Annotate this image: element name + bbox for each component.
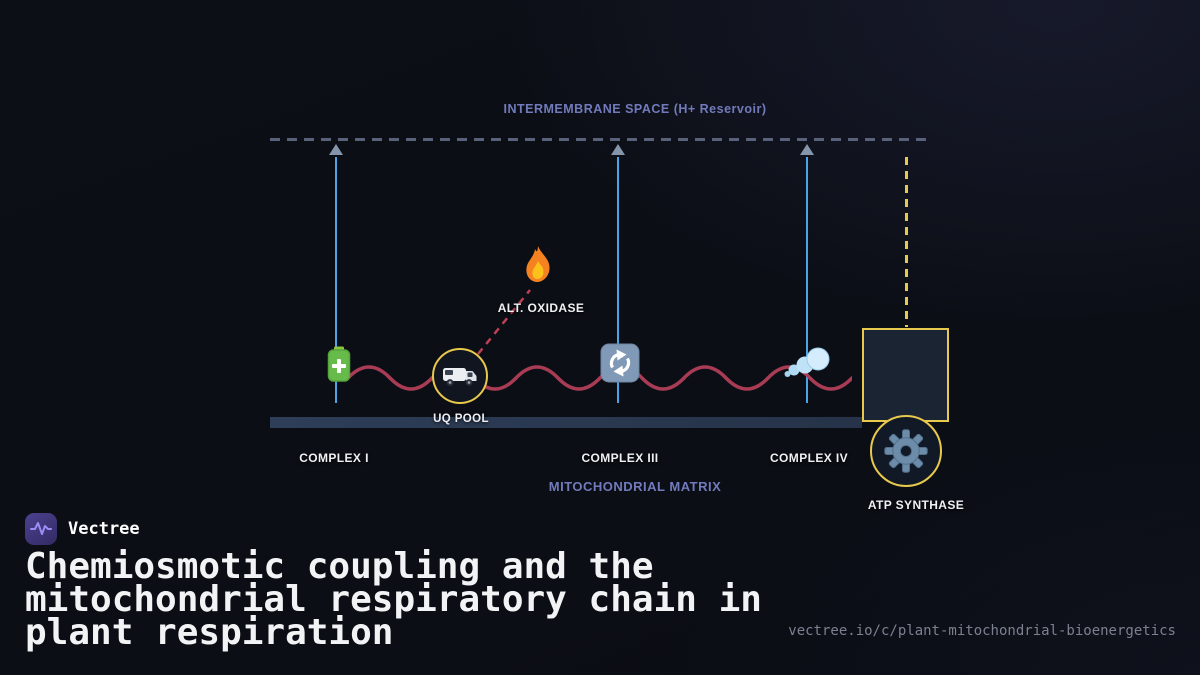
flame-icon <box>526 246 550 282</box>
proton-arrowhead-complex1 <box>329 144 343 155</box>
complex3-label: COMPLEX III <box>581 451 659 465</box>
complex4-label: COMPLEX IV <box>769 451 849 465</box>
vectree-logo <box>25 513 57 545</box>
proton-arrowhead-complex4 <box>800 144 814 155</box>
alt-oxidase-branch-line <box>477 289 531 355</box>
waveform-icon <box>30 522 52 535</box>
proton-arrowhead-complex3 <box>611 144 625 155</box>
intermembrane-space-label: INTERMEMBRANE SPACE (H+ Reservoir) <box>503 102 767 116</box>
complex1-label: COMPLEX I <box>299 451 369 465</box>
proton-arrow-complex4 <box>805 157 809 403</box>
proton-arrow-complex1 <box>334 157 338 403</box>
page-title: Chemiosmotic coupling and the mitochondr… <box>25 546 762 653</box>
gear-icon <box>884 429 928 473</box>
proton-arrow-complex3 <box>616 157 620 403</box>
wind-puff-icon <box>784 347 830 377</box>
cycle-arrows-icon <box>600 343 640 383</box>
battery-icon <box>327 346 351 382</box>
page-title-line-3: plant respiration <box>25 612 394 653</box>
truck-icon <box>443 368 477 386</box>
uq-pool-node <box>432 348 488 404</box>
proton-return-dashed-line <box>904 157 908 327</box>
atp-synthase-body <box>862 328 949 422</box>
atp-synthase-rotor <box>870 415 942 487</box>
intermembrane-dashed-line <box>270 138 928 141</box>
page-title-line-1: Chemiosmotic coupling and the <box>25 546 654 587</box>
membrane-bar <box>270 417 862 428</box>
uq-pool-label: UQ POOL <box>433 413 489 425</box>
page-title-line-2: mitochondrial respiratory chain in <box>25 579 762 620</box>
mitochondrial-matrix-label: MITOCHONDRIAL MATRIX <box>548 479 722 494</box>
footer-url: vectree.io/c/plant-mitochondrial-bioener… <box>788 623 1176 639</box>
atp-synthase-label: ATP SYNTHASE <box>867 498 965 512</box>
brand-name: Vectree <box>68 519 140 539</box>
alt-oxidase-label: ALT. OXIDASE <box>497 301 585 315</box>
